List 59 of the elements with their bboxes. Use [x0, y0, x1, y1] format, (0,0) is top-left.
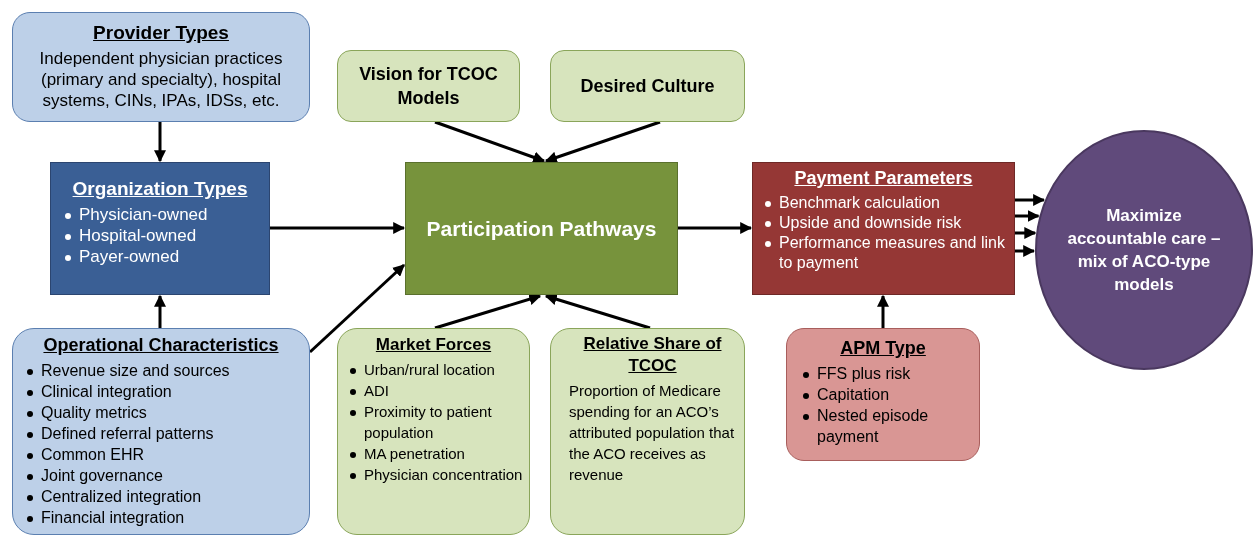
arrow — [544, 120, 661, 164]
bullet-item: Revenue size and sources — [41, 362, 230, 379]
bullet-item: Financial integration — [41, 509, 185, 526]
arrow — [877, 294, 889, 328]
bullet-item: Benchmark calculation — [779, 194, 940, 211]
arrow — [434, 120, 546, 163]
list-box — [50, 162, 270, 295]
node-heading: Operational Characteristics — [42, 334, 280, 357]
bullet-item: Physician concentration — [364, 466, 523, 483]
text-box — [337, 50, 520, 122]
bullet-item: Performance measures and link to payment — [779, 234, 1005, 271]
arrow — [154, 294, 166, 328]
bullet-item: Capitation — [817, 386, 890, 403]
arrow — [678, 222, 753, 234]
bullet-item: MA penetration — [364, 445, 465, 462]
bullet-item: Proximity to patient population — [364, 403, 492, 441]
arrow — [1015, 227, 1037, 239]
bullet-item: Centralized integration — [41, 488, 202, 505]
node-heading: Relative Share of TCOC — [582, 333, 723, 377]
arrow — [270, 222, 406, 234]
node-label: Maximize accountable care – mix of ACO-type models — [1066, 205, 1222, 296]
bullet-item: Urban/rural location — [364, 361, 495, 378]
node-heading: Market Forces — [374, 334, 493, 356]
bullet-item: Hospital-owned — [79, 226, 197, 245]
text-box — [405, 162, 678, 295]
text-box — [12, 12, 310, 122]
bullet-item: Upside and downside risk — [779, 214, 962, 231]
list-box — [337, 328, 530, 535]
bullet-item: Defined referral patterns — [41, 425, 214, 442]
bullet-item: ADI — [364, 382, 389, 399]
node-label: Desired Culture — [580, 75, 715, 98]
node-description: Proportion of Medicare spending for an ACO’s attributed population that the ACO receives as revenue — [569, 381, 736, 485]
bullet-item: Nested episode payment — [817, 407, 929, 445]
arrow — [154, 122, 166, 163]
node-heading: Payment Parameters — [793, 167, 974, 190]
list-box — [752, 162, 1015, 295]
bullet-item: FFS plus risk — [817, 365, 911, 382]
bullet-item: Payer-owned — [79, 247, 180, 266]
list-box — [786, 328, 980, 461]
text-box — [550, 50, 745, 122]
bullet-item: Quality metrics — [41, 404, 147, 421]
node-heading: APM Type — [839, 337, 927, 360]
bullet-item: Clinical integration — [41, 383, 172, 400]
arrow — [1015, 210, 1040, 222]
node-description: Independent physician practices (primary and specialty), hospital systems, CINs, IPAs, IDSs, etc. — [38, 48, 284, 111]
bullet-item: Physician-owned — [79, 205, 208, 224]
node-heading: Provider Types — [92, 21, 230, 45]
bullet-item: Common EHR — [41, 446, 145, 463]
list-box — [12, 328, 310, 535]
arrow — [1015, 245, 1036, 257]
text-box — [550, 328, 745, 535]
node-heading: Organization Types — [71, 177, 249, 201]
bullet-item: Joint governance — [41, 467, 163, 484]
node-label: Participation Pathways — [426, 216, 657, 242]
arrow — [1015, 194, 1046, 206]
arrow — [434, 293, 542, 330]
node-label: Vision for TCOC Models — [358, 63, 499, 110]
arrow — [544, 293, 651, 330]
arrow — [309, 263, 405, 354]
